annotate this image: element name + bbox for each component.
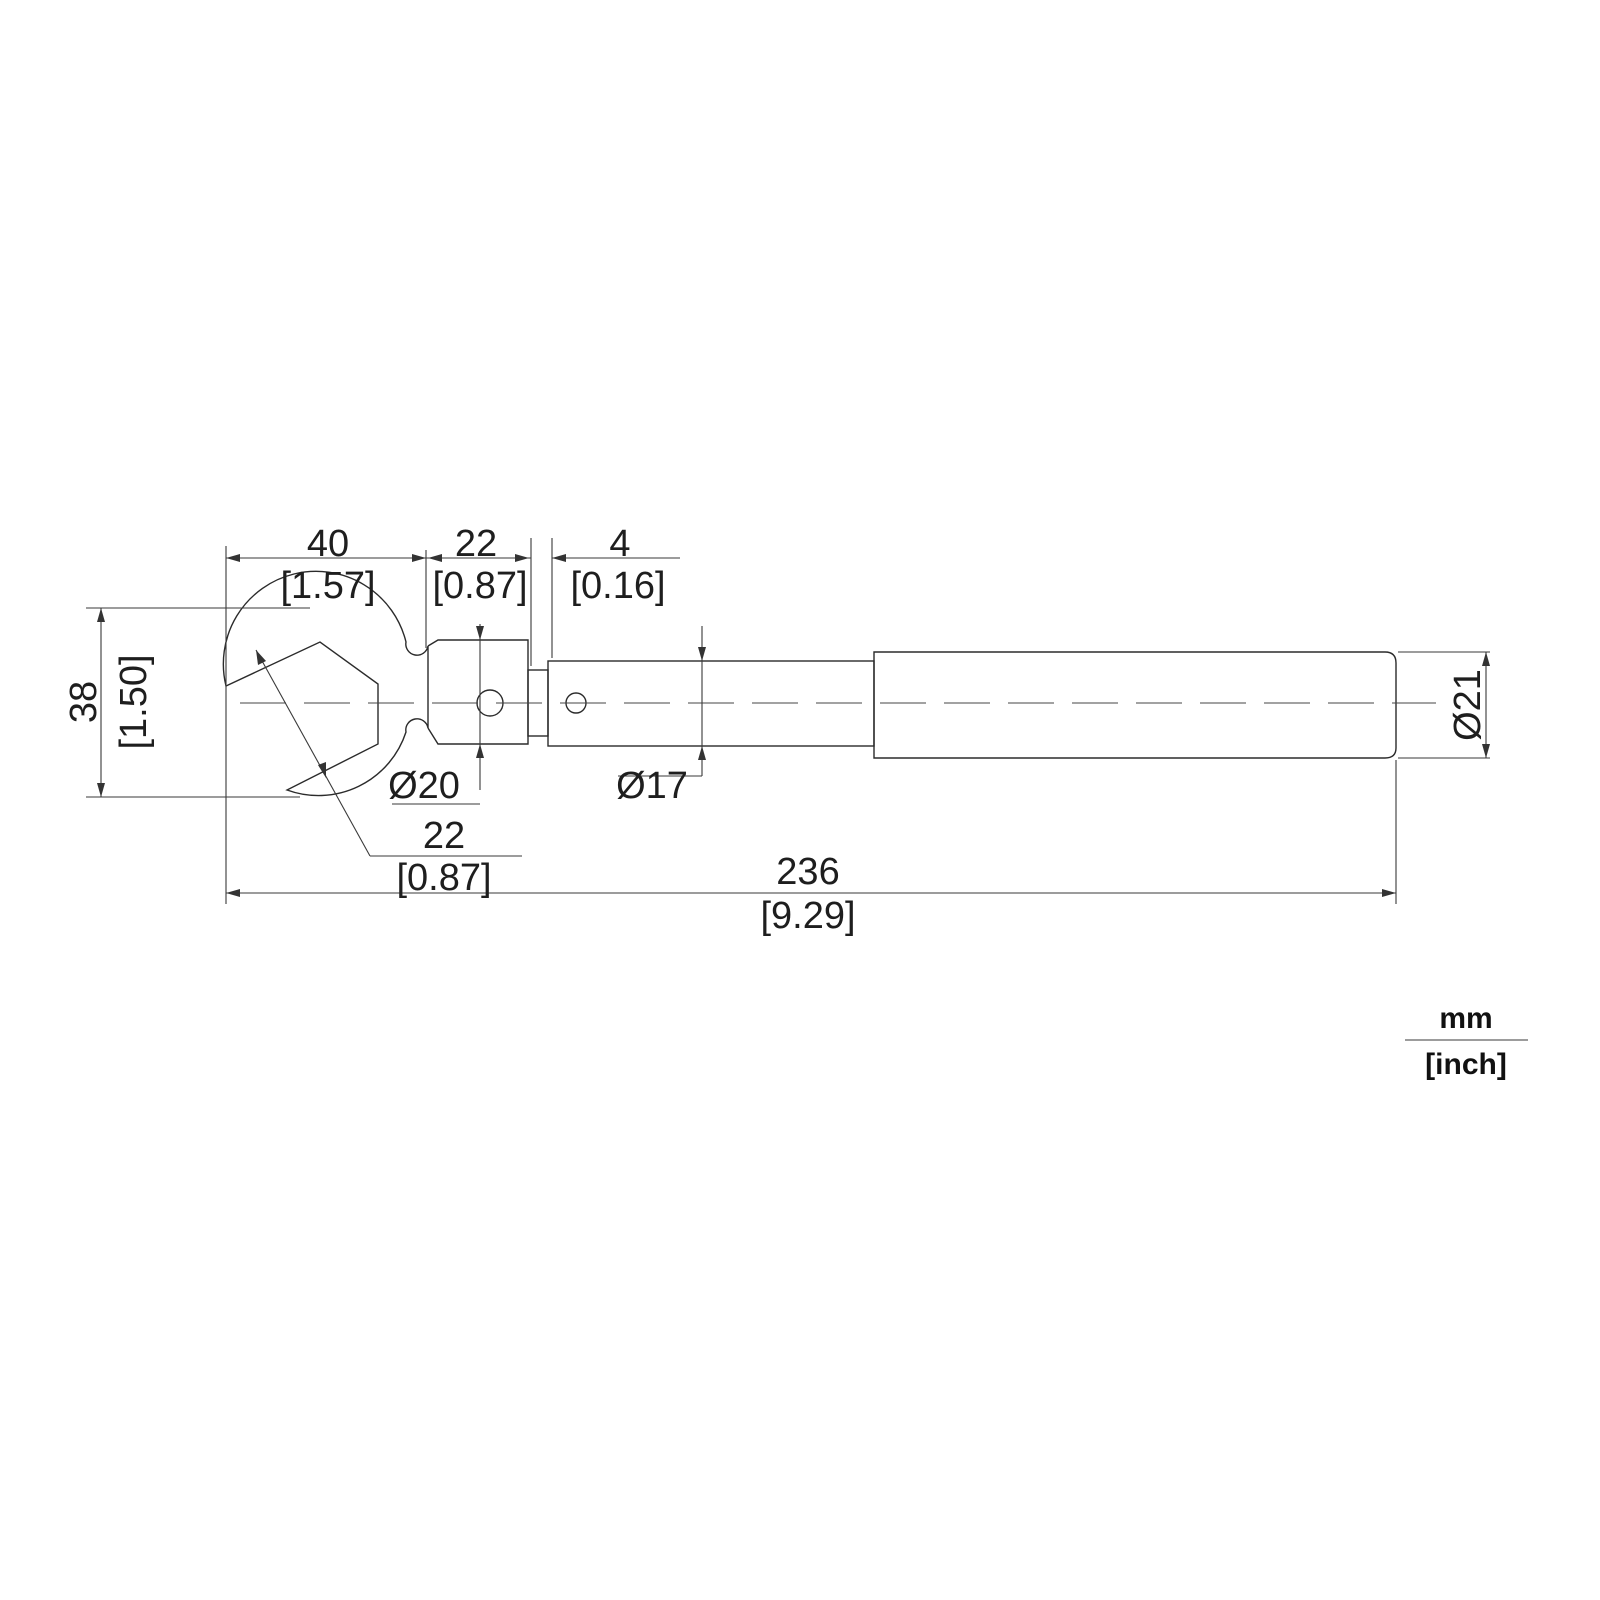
units-legend-bottom: [inch] <box>1425 1048 1507 1081</box>
dim-line-collar-diameter <box>392 626 484 805</box>
collar-length-mm: 22 <box>455 523 497 565</box>
collar-length-inch: [0.87] <box>432 565 527 607</box>
jaw-opening-mm: 22 <box>423 815 465 857</box>
jaw-opening-inch: [0.87] <box>396 857 491 899</box>
wrench-head <box>222 570 429 797</box>
collar <box>427 639 529 745</box>
units-legend: mm [inch] <box>1405 1002 1528 1081</box>
dim-line-jaw-opening <box>255 649 522 857</box>
grip-diameter-mm: Ø21 <box>1447 669 1489 741</box>
collar-diameter-mm: Ø20 <box>388 765 460 807</box>
handle-grip <box>873 651 1397 759</box>
dim-line-grip-diameter <box>1482 652 1490 758</box>
head-length-mm: 40 <box>307 523 349 565</box>
dim-line-collar-length <box>426 554 531 562</box>
dim-line-shaft-diameter <box>618 647 706 777</box>
gap-length-inch: [0.16] <box>570 565 665 607</box>
dim-line-head-height <box>97 608 105 797</box>
gap-length-mm: 4 <box>609 523 630 565</box>
overall-length-inch: [9.29] <box>760 895 855 937</box>
wrench-outline <box>222 570 1397 797</box>
dim-line-overall-length <box>226 889 1396 897</box>
head-height-inch: [1.50] <box>113 654 155 749</box>
head-height-mm: 38 <box>63 681 105 723</box>
units-legend-top: mm <box>1439 1002 1492 1035</box>
overall-length-mm: 236 <box>776 851 839 893</box>
head-length-inch: [1.57] <box>280 565 375 607</box>
shaft-diameter-mm: Ø17 <box>616 765 688 807</box>
dim-line-head-length <box>226 554 426 562</box>
dim-line-gap-length <box>552 554 680 562</box>
